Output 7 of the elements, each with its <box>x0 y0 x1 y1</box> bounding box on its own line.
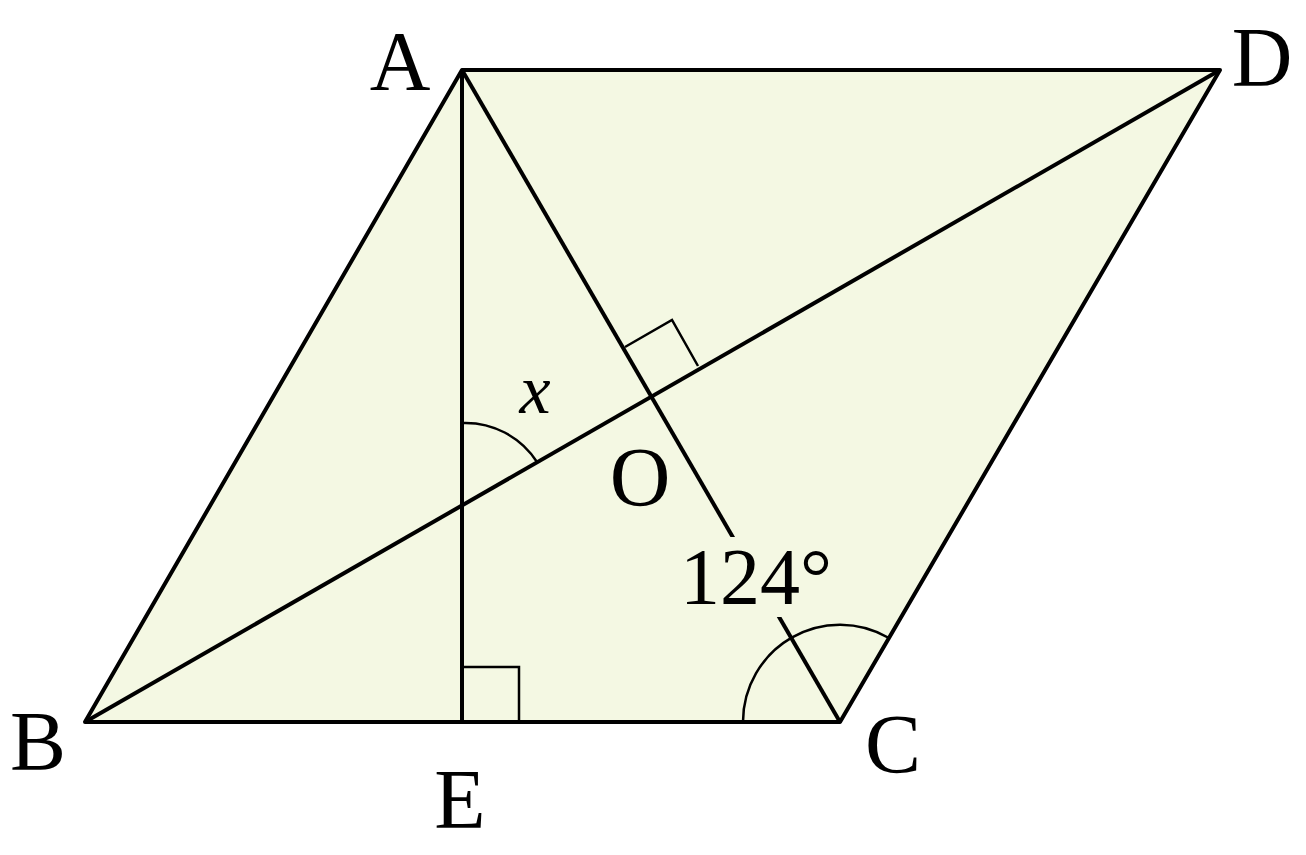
angle-label: x <box>519 355 551 425</box>
point-label: A <box>369 20 431 104</box>
point-label: D <box>1231 16 1293 100</box>
point-label: C <box>865 703 921 787</box>
point-label: O <box>609 436 671 520</box>
point-label: E <box>434 758 486 842</box>
point-label: B <box>10 700 66 784</box>
